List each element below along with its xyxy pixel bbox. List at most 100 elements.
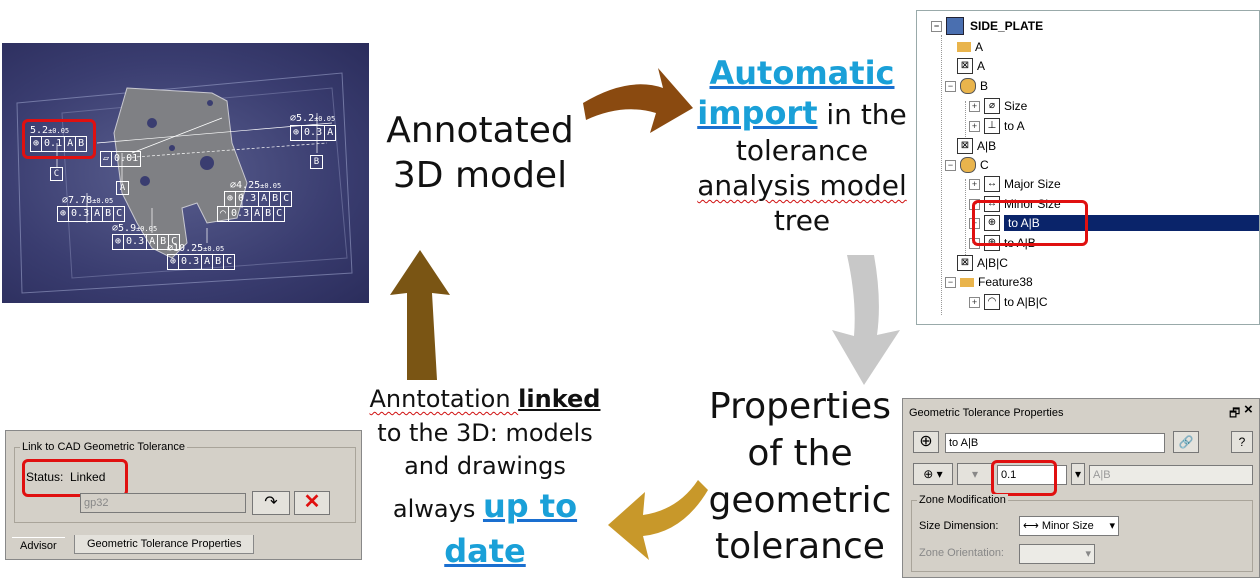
arrow-to-linked xyxy=(608,480,708,560)
highlight-status xyxy=(22,459,128,497)
status-value: Linked xyxy=(70,470,106,484)
tree-item-a-frame[interactable]: ⊠A xyxy=(957,57,985,75)
highlight-fcf1 xyxy=(22,119,96,159)
arrow-to-properties xyxy=(832,255,900,385)
caption-automatic-import: Automatic import in the tolerance analys… xyxy=(697,54,907,237)
perpendicular-icon: ⊥ xyxy=(984,118,1000,134)
zone-orientation-label: Zone Orientation: xyxy=(919,547,1004,559)
zone-modification-group xyxy=(911,500,1253,572)
tree-item-major-size[interactable]: +↔Major Size xyxy=(969,175,1061,193)
hole-3 xyxy=(200,156,214,170)
diameter-icon: ⌀ xyxy=(984,98,1000,114)
arrow-to-import xyxy=(583,68,693,133)
tree-item-to-a[interactable]: +⊥to A xyxy=(969,117,1025,135)
size-icon: ↔ xyxy=(984,176,1000,192)
part-icon xyxy=(946,17,964,35)
fcf7-dimension: ⌀5.2±0.05 xyxy=(290,113,336,124)
tab-geometric-tolerance-properties[interactable]: Geometric Tolerance Properties xyxy=(74,535,255,554)
link-group-label: Link to CAD Geometric Tolerance xyxy=(20,441,188,453)
tolerance-analysis-model-tree: − SIDE_PLATE A ⊠A − B +⌀Size +⊥to A ⊠A|B… xyxy=(916,10,1260,325)
arrow-to-model xyxy=(390,250,450,380)
relink-button[interactable]: ↷ xyxy=(252,491,290,515)
highlight-automatic: Automatic xyxy=(709,54,895,92)
expand-icon: + xyxy=(969,120,980,132)
tree-item-feature38[interactable]: − Feature38 xyxy=(945,273,1033,291)
chevron-down-icon: ▾ xyxy=(1085,548,1091,560)
tolerance-value-field[interactable]: 0.1 xyxy=(997,465,1067,485)
datum-feature-icon xyxy=(957,42,971,52)
size-dimension-label: Size Dimension: xyxy=(919,520,999,532)
datum-b-box: B xyxy=(310,155,323,169)
collapse-icon: − xyxy=(945,159,956,171)
plane-icon xyxy=(960,277,974,287)
tree-item-c[interactable]: − C xyxy=(945,156,989,174)
geometric-tolerance-properties-window: Geometric Tolerance Properties 🗗 × ⊕ to … xyxy=(902,398,1260,578)
fcf2-dimension: ⌀7.78±0.05 xyxy=(62,195,114,206)
tree-item-size[interactable]: +⌀Size xyxy=(969,97,1027,115)
status-label: Status: xyxy=(26,470,64,484)
profile-icon: ◠ xyxy=(984,294,1000,310)
tree-item-b[interactable]: − B xyxy=(945,77,988,95)
feature-icon xyxy=(960,157,976,173)
position-icon: ⊕ xyxy=(984,215,1000,231)
collapse-icon: − xyxy=(931,20,942,32)
tree-item-ab[interactable]: ⊠A|B xyxy=(957,137,996,155)
datum-c-box: C xyxy=(50,167,63,181)
fcf3-dimension: ⌀5.9±0.05 xyxy=(112,223,158,234)
tree-item-abc[interactable]: ⊠A|B|C xyxy=(957,254,1008,272)
zone-orientation-select[interactable]: ▾ xyxy=(1019,544,1095,564)
material-dropdown[interactable]: ▾ xyxy=(1071,463,1085,485)
datum-frame-icon: ⊠ xyxy=(957,58,973,74)
modifier-dropdown[interactable]: ▾ xyxy=(957,463,993,485)
flatness-frame: ▱0.01 xyxy=(100,151,142,167)
hole-2 xyxy=(140,176,150,186)
fcf1-dimension: 5.2±0.05 xyxy=(30,125,70,136)
pin-icon[interactable]: 🗗 xyxy=(1229,406,1241,420)
zone-modification-label: Zone Modification xyxy=(917,494,1008,506)
datum-frame-icon: ⊠ xyxy=(957,138,973,154)
linked-object-field: gp32 xyxy=(80,493,246,513)
caption-properties: Properties of the geometric tolerance xyxy=(708,386,892,568)
tree-item-to-abc[interactable]: +◠to A|B|C xyxy=(969,293,1048,311)
fcf1-symbol: ⊕ xyxy=(31,137,43,151)
symbol-dropdown[interactable]: ⊕ ▾ xyxy=(913,463,953,485)
fcf6-dimension: ⌀10.25±0.05 xyxy=(167,243,225,254)
window-title: Geometric Tolerance Properties xyxy=(909,407,1064,419)
caption-annotated-3d-model: Annotated 3D model xyxy=(386,110,574,196)
datum-reference-field[interactable]: A|B xyxy=(1089,465,1253,485)
tab-advisor[interactable]: Advisor xyxy=(12,537,65,554)
link-to-cad-panel: Link to CAD Geometric Tolerance Status: … xyxy=(5,430,362,560)
expand-icon: + xyxy=(969,100,980,112)
expand-icon: + xyxy=(969,296,980,308)
link-icon[interactable]: 🔗 xyxy=(1173,431,1199,453)
hole-4 xyxy=(169,145,175,151)
hole-5 xyxy=(207,100,213,106)
collapse-icon: − xyxy=(945,80,956,92)
highlight-tree-selection xyxy=(972,200,1088,246)
expand-icon: + xyxy=(969,178,980,190)
size-dimension-select[interactable]: ⟷ Minor Size▾ xyxy=(1019,516,1119,536)
size-icon: ⟷ xyxy=(1023,520,1042,532)
highlight-date: date xyxy=(444,531,526,570)
caption-annotation-linked: Anntotation linked to the 3D: models and… xyxy=(369,385,601,570)
highlight-up-to: up to xyxy=(482,486,578,525)
help-button[interactable]: ? xyxy=(1231,431,1253,453)
tree-root[interactable]: − SIDE_PLATE xyxy=(931,17,1043,35)
model-wireframe xyxy=(16,72,353,294)
tree-item-a-datum[interactable]: A xyxy=(957,38,983,56)
close-icon[interactable]: × xyxy=(1244,401,1253,418)
feature-icon xyxy=(960,78,976,94)
datum-a-box: A xyxy=(116,181,129,195)
tolerance-name-field[interactable]: to A|B xyxy=(945,433,1165,453)
unlink-button[interactable]: ✕ xyxy=(294,491,330,515)
position-symbol-button[interactable]: ⊕ xyxy=(913,431,939,453)
collapse-icon: − xyxy=(945,276,956,288)
